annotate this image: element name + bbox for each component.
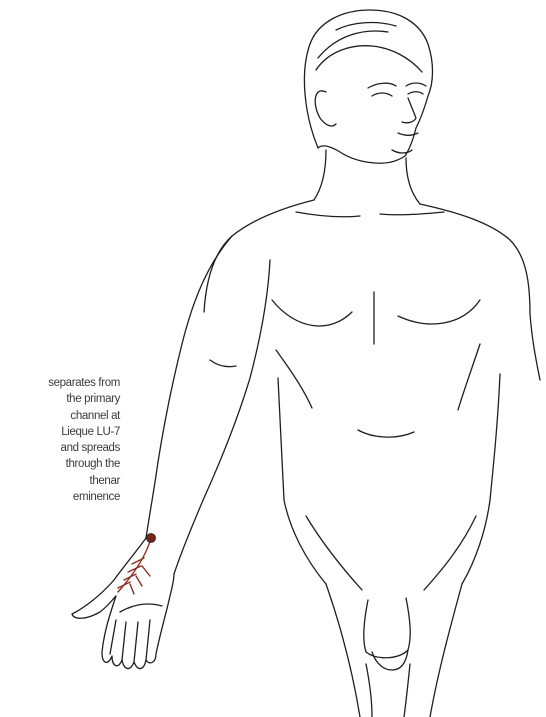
pectoral-right — [398, 300, 480, 324]
annotation-line: channel at — [4, 408, 120, 424]
torso-left — [204, 200, 314, 312]
channel-branch — [118, 538, 151, 594]
genital-outline — [364, 598, 410, 658]
ear — [315, 91, 336, 126]
brow-left — [368, 83, 396, 88]
torso-right — [420, 204, 540, 380]
arm-outer — [146, 236, 232, 538]
thigh-right — [430, 584, 462, 717]
nose — [402, 98, 416, 123]
neck-right — [406, 158, 420, 204]
brow-right — [406, 83, 426, 86]
finger-line-3 — [134, 622, 138, 662]
channel-branch-7 — [130, 584, 134, 594]
channel-main — [118, 538, 151, 592]
channel-branch-1 — [132, 558, 144, 564]
channel-annotation: separates from the primary channel at Li… — [4, 375, 120, 505]
pectoral-left — [272, 300, 352, 326]
genital-lower — [372, 650, 408, 670]
hip-right — [462, 500, 490, 584]
annotation-line: Lieque LU-7 — [4, 424, 120, 440]
channel-branch-4 — [118, 582, 130, 588]
rib-line-right — [458, 344, 480, 410]
lieque-lu7-point — [147, 534, 156, 543]
hair-line — [316, 46, 422, 72]
clavicle-right — [380, 212, 444, 215]
eye-left — [372, 93, 392, 96]
finger-line-1 — [110, 620, 116, 654]
clavicle-left — [296, 212, 360, 217]
hair-strands — [318, 23, 396, 58]
annotation-line: eminence — [4, 489, 120, 505]
eye-right — [408, 92, 423, 94]
waist-left — [278, 378, 284, 500]
abdomen-line — [358, 430, 414, 437]
inner-thigh-left — [366, 664, 372, 717]
finger-line-2 — [122, 622, 126, 660]
annotation-line: the primary — [4, 391, 120, 407]
thigh-left — [326, 584, 360, 717]
annotation-line: and spreads — [4, 440, 120, 456]
hip-left — [284, 500, 326, 584]
palm-crease — [120, 604, 162, 612]
channel-branch-3 — [124, 574, 136, 580]
inguinal-left — [306, 516, 362, 590]
inner-thigh-right — [404, 664, 410, 717]
annotation-line: thenar — [4, 473, 120, 489]
head-outline — [304, 10, 432, 163]
annotation-line: separates from — [4, 375, 120, 391]
finger-line-4 — [146, 620, 150, 660]
arm-inner — [174, 260, 270, 574]
chin — [392, 150, 412, 153]
neck-left — [314, 150, 326, 200]
annotation-line: through the — [4, 456, 120, 472]
waist-right — [490, 374, 500, 500]
inguinal-right — [424, 516, 476, 590]
channel-branch-5 — [142, 566, 150, 576]
body-outline — [72, 10, 540, 717]
elbow-crease — [210, 360, 236, 367]
rib-line-left — [276, 350, 312, 408]
channel-branch-6 — [136, 576, 142, 586]
